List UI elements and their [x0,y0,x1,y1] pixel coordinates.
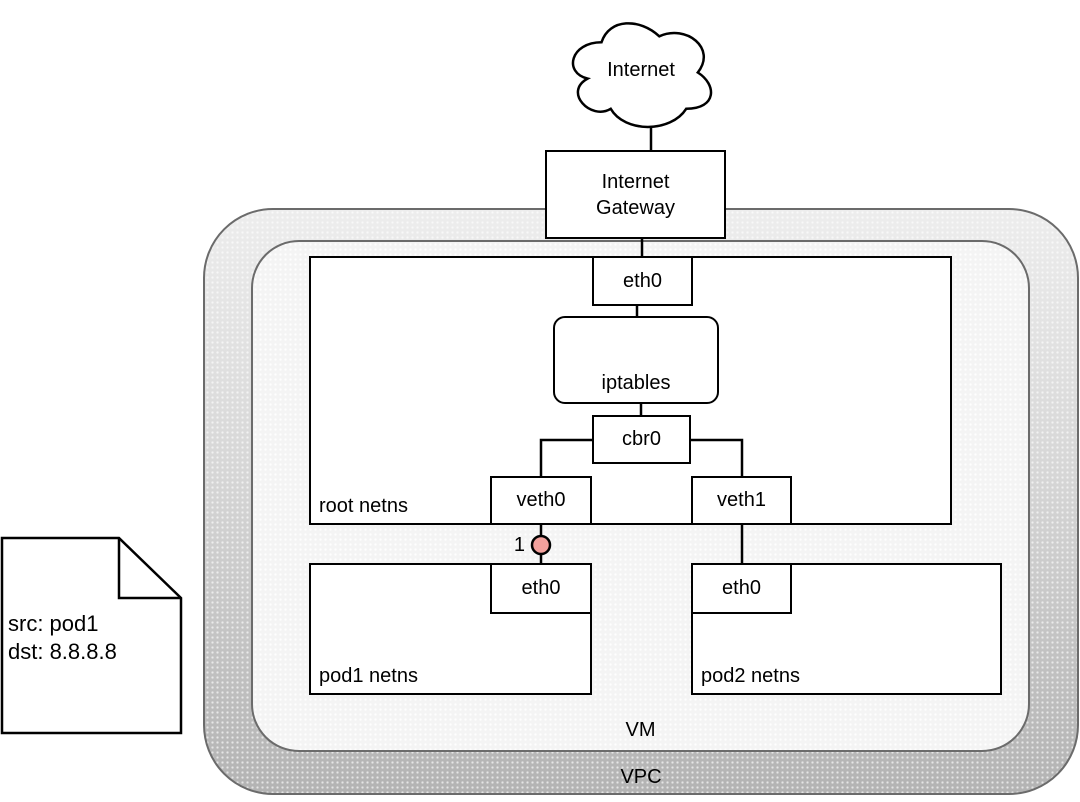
internet-cloud-label: Internet [607,59,675,81]
packet-note-fold [117,538,181,600]
vm-label: VM [625,719,656,741]
cbr0-label: cbr0 [622,428,661,450]
internet-gateway-label-line2: Gateway [596,196,675,219]
veth1-box: veth1 [691,476,792,525]
root-netns-label: root netns [319,495,408,517]
packet-note-src: src: pod1 [8,611,99,636]
pod2-eth0-box: eth0 [691,563,792,614]
veth1-label: veth1 [717,489,766,511]
pod1-netns-label: pod1 netns [319,665,418,687]
internet-gateway-box: Internet Gateway [545,150,726,239]
veth0-label: veth0 [516,489,566,511]
iptables-label: iptables [601,372,671,394]
cbr0-box: cbr0 [592,415,691,464]
pod1-eth0-box: eth0 [490,563,592,614]
pod2-netns-label: pod2 netns [701,665,800,687]
hop-marker-1-label: 1 [513,534,525,556]
pod1-eth0-label: eth0 [521,577,561,599]
root-eth0-box: eth0 [592,256,693,306]
root-eth0-label: eth0 [623,269,662,292]
pod2-eth0-label: eth0 [722,577,761,599]
internet-gateway-label-line1: Internet [601,170,670,193]
iptables-box: iptables [553,316,719,404]
packet-note-text: src: pod1 dst: 8.8.8.8 [8,610,178,666]
packet-note-dst: dst: 8.8.8.8 [8,639,117,664]
veth0-box: veth0 [490,476,592,525]
vpc-label: VPC [620,766,662,788]
